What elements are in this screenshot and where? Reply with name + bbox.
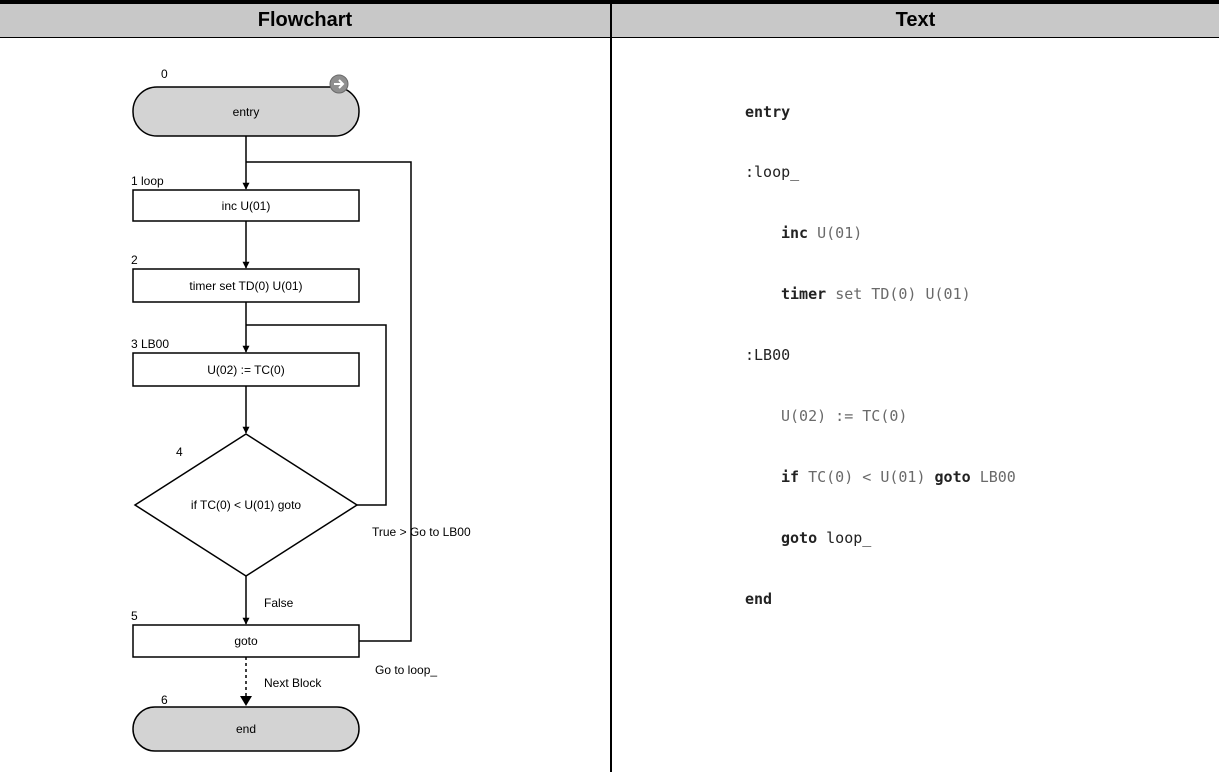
edge-label-true-branch: True > Go to LB00 — [372, 525, 471, 539]
node-goto[interactable]: 5 goto — [131, 609, 360, 658]
edge-goto-to-loop — [246, 161, 412, 642]
node-number-2: 2 — [131, 253, 138, 267]
edge-true-to-lb00 — [246, 324, 387, 506]
node-number-1: 1 loop — [131, 174, 164, 188]
node-entry[interactable]: 0 entry — [132, 67, 360, 137]
edge-next-block-arrowhead — [240, 696, 252, 706]
column-divider — [610, 4, 612, 772]
code-line-8: goto loop_ — [781, 528, 872, 547]
node-lb00[interactable]: 3 LB00 U(02) := TC(0) — [131, 337, 360, 387]
node-timer[interactable]: 2 timer set TD(0) U(01) — [131, 253, 360, 303]
edge-label-goto-loop: Go to loop_ — [375, 663, 437, 677]
node-number-4: 4 — [176, 445, 183, 459]
code-line-2: :loop_ — [745, 163, 800, 182]
node-number-0: 0 — [161, 67, 168, 81]
flowchart-diagram: 0 entry 1 loop inc U(01) 2 timer set TD(… — [131, 67, 471, 752]
node-number-3: 3 LB00 — [131, 337, 169, 351]
code-line-6: U(02) := TC(0) — [781, 407, 908, 426]
code-line-9: end — [745, 589, 773, 608]
table-top-rule — [0, 0, 1219, 4]
node-decision[interactable]: 4 if TC(0) < U(01) goto — [133, 433, 359, 577]
arrow-circle-icon — [329, 74, 349, 94]
text-column-header: Text — [612, 4, 1219, 38]
code-line-4: timer set TD(0) U(01) — [781, 285, 971, 304]
code-line-5: :LB00 — [745, 346, 791, 365]
node-number-6: 6 — [161, 693, 168, 707]
node-text-entry: entry — [233, 105, 260, 119]
program-text: entry :loop_ inc U(01) timer set TD(0) U… — [745, 61, 1016, 629]
node-number-5: 5 — [131, 609, 138, 623]
flowchart-column-header: Flowchart — [0, 4, 610, 38]
node-end[interactable]: 6 end — [132, 693, 360, 752]
node-text-end: end — [236, 722, 256, 736]
code-line-1: entry — [745, 102, 791, 121]
edge-label-false: False — [264, 596, 294, 610]
edge-label-next-block: Next Block — [264, 676, 322, 690]
node-text-lb00: U(02) := TC(0) — [207, 363, 284, 377]
node-text-decision: if TC(0) < U(01) goto — [191, 498, 301, 512]
node-text-goto: goto — [234, 634, 258, 648]
code-line-7: if TC(0) < U(01) goto LB00 — [781, 467, 1016, 486]
node-text-timer: timer set TD(0) U(01) — [189, 279, 302, 293]
node-text-inc: inc U(01) — [222, 199, 271, 213]
code-line-3: inc U(01) — [781, 224, 863, 243]
node-inc[interactable]: 1 loop inc U(01) — [131, 174, 360, 222]
